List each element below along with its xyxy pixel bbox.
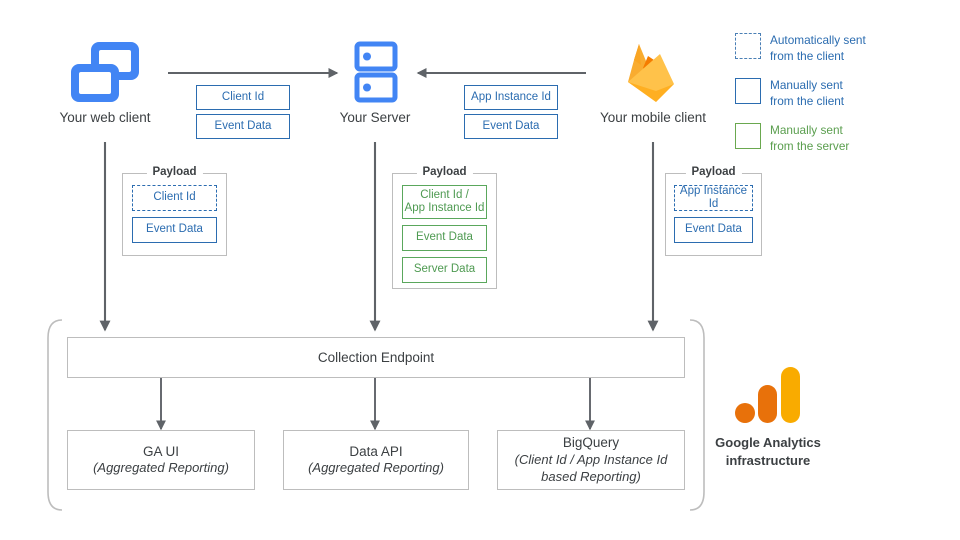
payload-item-event-data: Event Data (402, 225, 487, 251)
legend-swatch-solid-green-icon (735, 123, 761, 150)
payload-title: Payload (685, 166, 742, 178)
legend-text: Manually sent from the client (770, 78, 844, 109)
output-box-ga-ui[interactable]: GA UI (Aggregated Reporting) (67, 430, 255, 490)
chip-event-data: Event Data (196, 114, 290, 139)
output-box-data-api[interactable]: Data API (Aggregated Reporting) (283, 430, 469, 490)
output-subtitle: (Aggregated Reporting) (308, 460, 444, 476)
node-label-mobile-client: Your mobile client (599, 110, 707, 125)
legend-text: Manually sent from the server (770, 123, 849, 154)
node-label-server: Your Server (339, 110, 411, 125)
transit-chips-web-to-server: Client Id Event Data (196, 85, 290, 139)
server-rack-icon (354, 41, 398, 103)
legend: Automatically sent from the client Manua… (735, 33, 866, 154)
firebase-flame-icon (628, 44, 674, 102)
legend-line2: from the client (770, 93, 845, 108)
chip-client-id: Client Id (196, 85, 290, 110)
collection-endpoint-box[interactable]: Collection Endpoint (67, 337, 685, 378)
bracket-left (47, 319, 63, 511)
collection-endpoint-label: Collection Endpoint (317, 349, 435, 365)
node-label-web-client: Your web client (59, 110, 151, 125)
legend-swatch-dashed-icon (735, 33, 761, 59)
node-mobile-client: Your mobile client (588, 38, 718, 125)
ga-infrastructure-caption-line1: Google Analytics (715, 435, 821, 450)
output-title: BigQuery (562, 435, 620, 451)
node-web-client: Your web client (45, 38, 165, 125)
payload-item-client-id: Client Id (132, 185, 217, 211)
payload-item-event-data: Event Data (132, 217, 217, 243)
ga-infrastructure-caption-line2: infrastructure (725, 452, 811, 468)
legend-line1: Manually sent (770, 123, 843, 138)
legend-line2: from the server (770, 138, 850, 153)
legend-item-manual-server: Manually sent from the server (735, 123, 866, 154)
ga-infrastructure: Google Analytics infrastructure (700, 365, 836, 469)
node-server: Your Server (315, 38, 435, 125)
payload-item-client-id-app-instance-id: Client Id / App Instance Id (402, 185, 487, 219)
payload-item-event-data: Event Data (674, 217, 753, 243)
legend-item-manual-client: Manually sent from the client (735, 78, 866, 109)
legend-line2: from the client (770, 48, 845, 63)
chip-app-instance-id: App Instance Id (464, 85, 558, 110)
legend-item-automatic-client: Automatically sent from the client (735, 33, 866, 64)
output-title: GA UI (142, 443, 179, 459)
payload-mobile: Payload App Instance Id Event Data (665, 166, 762, 256)
output-box-bigquery[interactable]: BigQuery (Client Id / App Instance Id ba… (497, 430, 685, 490)
payload-web: Payload Client Id Event Data (122, 166, 227, 256)
output-subtitle: (Client Id / App Instance Id based Repor… (514, 451, 668, 484)
legend-line1: Manually sent (770, 78, 843, 93)
chip-event-data: Event Data (464, 114, 558, 139)
google-analytics-logo (735, 367, 800, 423)
legend-line1: Automatically sent (770, 33, 866, 47)
payload-server: Payload Client Id / App Instance Id Even… (392, 166, 497, 289)
legend-swatch-solid-blue-icon (735, 78, 761, 105)
output-title: Data API (349, 443, 403, 459)
browser-windows-icon (71, 42, 139, 102)
payload-item-server-data: Server Data (402, 257, 487, 283)
payload-title: Payload (146, 166, 203, 178)
output-subtitle: (Aggregated Reporting) (93, 460, 229, 476)
payload-title: Payload (416, 166, 473, 178)
payload-item-app-instance-id: App Instance Id (674, 185, 753, 211)
legend-text: Automatically sent from the client (770, 33, 866, 64)
transit-chips-mobile-to-server: App Instance Id Event Data (464, 85, 558, 139)
